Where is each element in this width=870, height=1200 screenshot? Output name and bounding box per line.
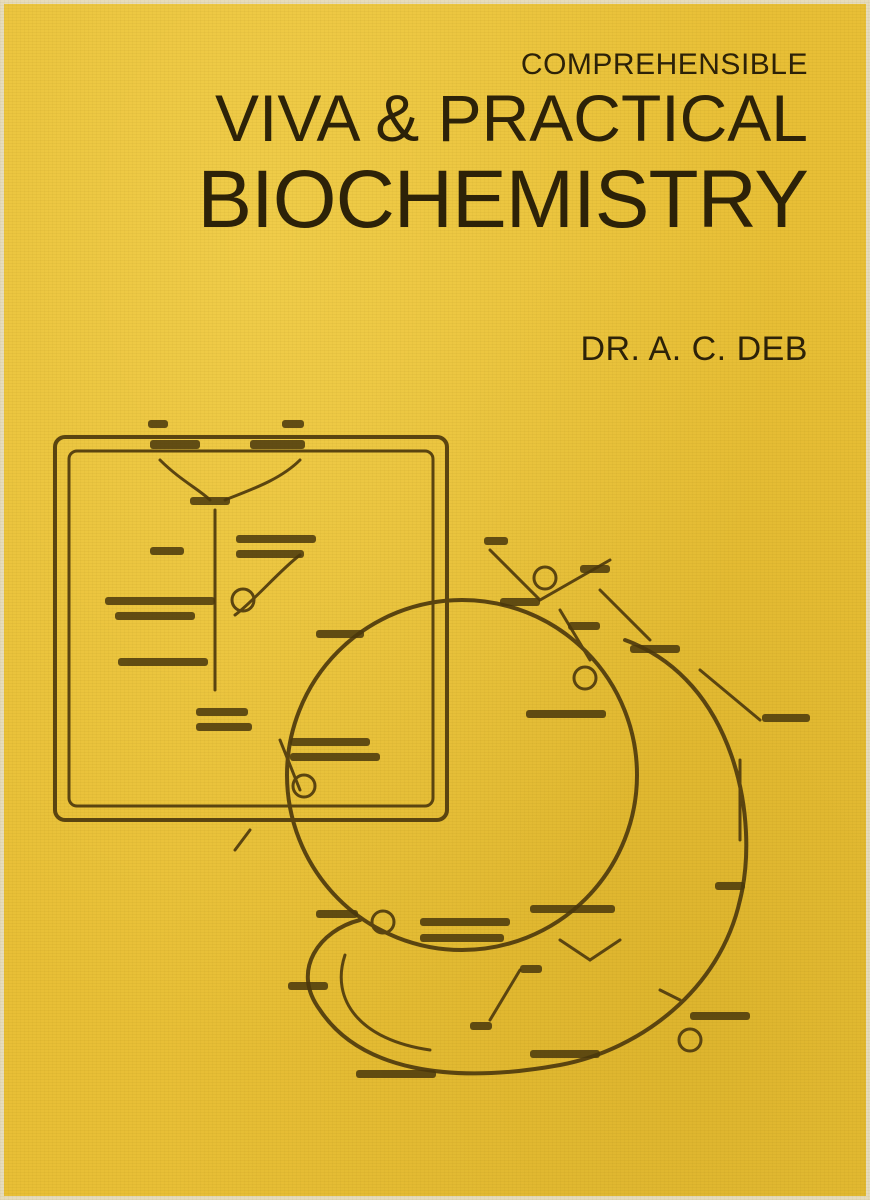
cycle-circle	[285, 598, 639, 952]
label-smudge	[196, 708, 248, 716]
enzyme-marker-1	[230, 587, 256, 613]
label-smudge	[530, 905, 615, 913]
cover-subtitle: COMPREHENSIBLE	[520, 48, 808, 81]
label-smudge	[715, 882, 745, 890]
label-smudge	[568, 622, 600, 630]
label-smudge	[115, 612, 195, 620]
label-smudge	[150, 440, 200, 449]
label-smudge	[118, 658, 208, 666]
cover-author: DR. A. C. DEB	[580, 330, 808, 368]
label-smudge	[630, 645, 680, 653]
label-smudge	[150, 547, 184, 555]
outer-loop-path	[305, 638, 749, 1076]
label-smudge	[105, 597, 215, 605]
title-block: COMPREHENSIBLE VIVA & PRACTICAL BIOCHEMI…	[197, 48, 809, 246]
label-smudge	[190, 497, 230, 505]
label-smudge	[420, 918, 510, 926]
label-smudge	[282, 420, 304, 428]
label-smudge	[690, 1012, 750, 1020]
label-smudge	[356, 1070, 436, 1078]
label-smudge	[484, 537, 508, 545]
label-smudge	[580, 565, 610, 573]
cover-title-line2: BIOCHEMISTRY	[197, 154, 809, 245]
label-smudge	[148, 420, 168, 428]
cell-box-outer	[53, 435, 449, 822]
label-smudge	[290, 738, 370, 746]
enzyme-marker-4	[291, 773, 317, 799]
label-smudge	[526, 710, 606, 718]
cover-title-line1: VIVA & PRACTICAL	[215, 81, 808, 155]
label-smudge	[420, 934, 504, 942]
enzyme-marker-3	[572, 665, 598, 691]
label-smudge	[530, 1050, 600, 1058]
label-smudge	[196, 723, 252, 731]
label-smudge	[316, 630, 364, 638]
label-smudge	[316, 910, 358, 918]
enzyme-marker-6	[677, 1027, 703, 1053]
label-smudge	[500, 598, 540, 606]
label-smudge	[236, 550, 304, 558]
enzyme-marker-5	[370, 909, 396, 935]
label-smudge	[520, 965, 542, 973]
label-smudge	[762, 714, 810, 722]
label-smudge	[290, 753, 380, 761]
label-smudge	[470, 1022, 492, 1030]
enzyme-marker-2	[532, 565, 558, 591]
label-smudge	[236, 535, 316, 543]
cell-box-inner	[67, 449, 435, 808]
lower-loop-path	[339, 953, 432, 1052]
label-smudge	[250, 440, 305, 449]
label-smudge	[288, 982, 328, 990]
